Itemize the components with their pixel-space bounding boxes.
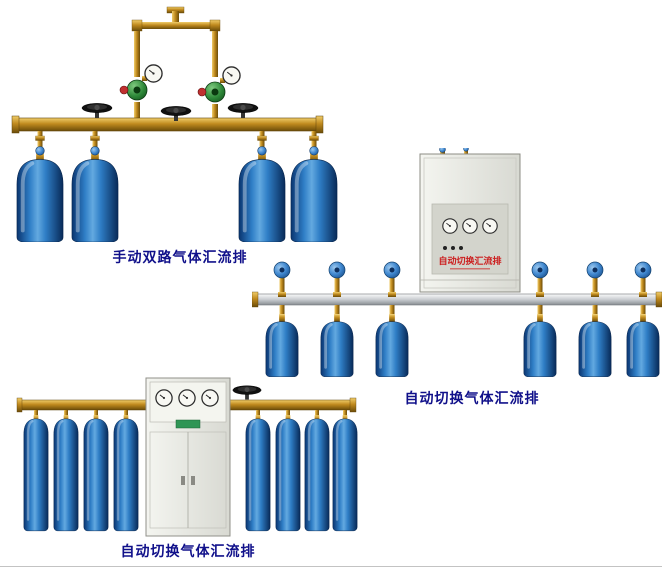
header-pipe-assembly [131,6,221,63]
gas-cylinder [303,414,331,532]
gas-cylinder [319,312,355,377]
gas-cylinder [82,414,110,532]
pressure-gauge [155,389,173,407]
downpipe-right [212,31,218,63]
gas-cylinder [15,146,65,242]
pipe-end-cap-right [655,291,662,308]
valve-handwheel [81,102,113,118]
gas-cylinder [244,414,272,532]
pressure-gauge [178,389,196,407]
indicator-light [459,246,463,250]
gas-cylinder [70,146,120,242]
gas-cylinder [52,414,80,532]
station-risers [273,261,652,297]
caption-auto-switch-bottom: 自动切换气体汇流排 [120,543,256,559]
pressure-gauge [482,218,498,234]
downpipe-left [134,31,140,63]
cabinet-panel-subtext-line [450,268,490,270]
control-cabinet: 自动切换汇流排 [419,148,521,293]
pipe-end-cap-left [11,115,20,134]
pressure-regulator-right [197,63,241,120]
gas-cylinder [625,312,661,377]
cabinet-panel [431,203,509,275]
main-pipe [15,117,319,132]
gas-cylinder [522,312,558,377]
station-drops [279,305,646,314]
cabinet-top-fitting [464,149,468,155]
gas-cylinder [274,414,302,532]
caption-auto-switch-side: 自动切换气体汇流排 [404,390,540,406]
pipe-end-cap-left [16,397,23,413]
valve-handwheel [227,102,259,118]
door-handle [191,476,195,485]
product-illustration-manual-dual-manifold [11,6,339,242]
cabinet-door-frame [423,157,517,289]
cabinet-top-knob [439,148,446,153]
cabinet-label [175,419,201,429]
door-handle [181,476,185,485]
main-pipe-right [229,399,353,411]
elbow-left [131,19,143,32]
pressure-gauge [462,218,478,234]
cabinet-top-knob [463,148,469,152]
gas-cylinder [577,312,613,377]
cabinet-panel-text: 自动切换汇流排 [438,255,501,266]
product-illustration-auto-switch-bottom [16,377,359,537]
gas-cylinder [264,312,300,377]
pressure-regulator-left [119,63,163,120]
caption-manual-dual-manifold: 手动双路气体汇流排 [112,249,248,265]
indicator-light [443,246,447,250]
main-pipe-left [19,399,147,411]
elbow-right [209,19,221,32]
outlet-stub-pipe [172,11,179,24]
adjust-knob [119,85,129,95]
bottom-divider [0,566,662,567]
main-pipe [253,293,661,306]
pipe-end-cap-right [315,115,324,134]
gas-cylinder [331,414,359,532]
pressure-gauge [144,64,163,83]
pipe-end-cap-left [252,291,259,308]
cylinder-connections [35,131,319,147]
cylinder-stations [264,261,661,377]
valve-handwheel [232,385,262,400]
pressure-gauge [442,218,458,234]
manifold-main-pipe [11,115,324,134]
indicator-light [451,246,455,250]
manifold-header [252,291,662,308]
pressure-gauge [222,66,241,85]
product-illustration-auto-switch-side: 自动切换汇流排 [252,148,662,377]
adjust-knob [197,87,207,97]
control-cabinet [145,377,231,537]
pressure-gauge [201,389,219,407]
gas-cylinder [22,414,50,532]
gas-cylinder [374,312,410,377]
header-pipe [136,22,216,29]
cylinder-connections [34,410,347,417]
gas-cylinder [112,414,140,532]
pipe-end-cap-right [349,397,357,413]
